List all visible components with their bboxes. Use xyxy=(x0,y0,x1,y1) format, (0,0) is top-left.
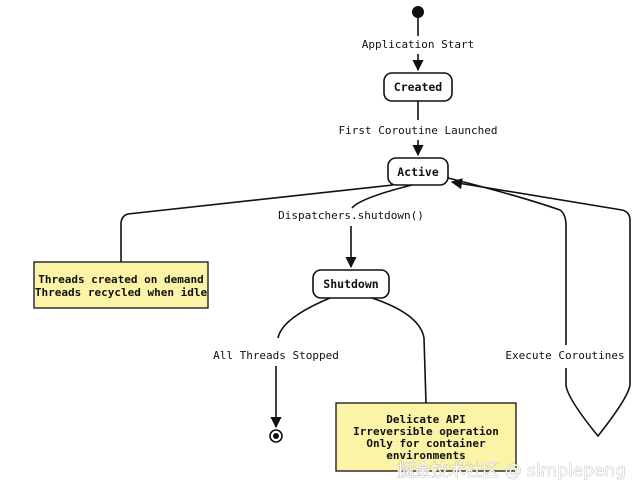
initial-state-dot xyxy=(412,6,424,18)
final-state-inner xyxy=(273,433,279,439)
edge-label-execute-coroutines: Execute Coroutines xyxy=(505,349,624,362)
state-shutdown xyxy=(312,269,390,299)
note-shutdown-line-3: Only for container xyxy=(366,437,486,450)
note-active xyxy=(33,261,209,309)
edge-active-self-loop-out xyxy=(447,177,567,345)
edge-shutdown-to-end xyxy=(277,297,331,339)
note-connector-shutdown xyxy=(371,297,427,404)
note-active-line-1: Threads created on demand xyxy=(38,273,204,286)
edge-label-all-threads-stopped: All Threads Stopped xyxy=(213,349,339,362)
note-shutdown-line-4: environments xyxy=(386,449,465,462)
note-active-line-2: Threads recycled when idle xyxy=(35,286,208,299)
edge-active-self-loop-return xyxy=(450,178,631,438)
note-shutdown-line-2: Irreversible operation xyxy=(353,425,499,438)
edge-label-first-coroutine-launched: First Coroutine Launched xyxy=(339,124,498,137)
note-connector-active xyxy=(120,184,394,262)
note-shutdown xyxy=(335,402,517,472)
state-created-label: Created xyxy=(394,80,443,94)
state-shutdown-label: Shutdown xyxy=(323,277,378,291)
state-active xyxy=(387,157,449,186)
edge-active-to-shutdown xyxy=(351,184,413,209)
edge-label-application-start: Application Start xyxy=(362,38,475,51)
note-shutdown-line-1: Delicate API xyxy=(386,413,465,426)
edge-label-dispatchers-shutdown: Dispatchers.shutdown() xyxy=(278,209,424,222)
watermark: 掘金技术社区 @ simplepeng xyxy=(397,461,626,481)
state-active-label: Active xyxy=(397,165,439,179)
